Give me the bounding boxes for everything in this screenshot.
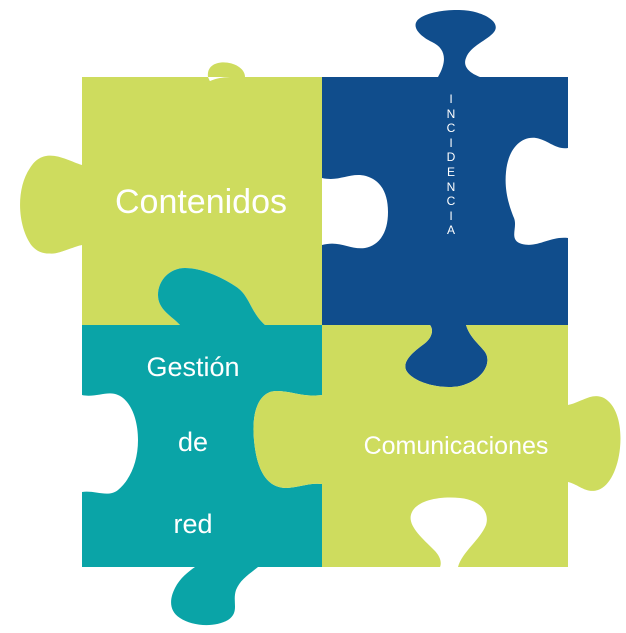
- piece-incidencia: [322, 10, 568, 388]
- label-de: de: [177, 427, 209, 457]
- label-red: red: [173, 509, 213, 539]
- piece-gestion-de-red: [82, 268, 322, 626]
- piece-contenidos: [22, 77, 322, 325]
- piece-comunicaciones: [253, 325, 621, 567]
- label-gestion: Gestión: [146, 352, 240, 382]
- label-incidencia: I N C I D E N C I A: [446, 92, 456, 238]
- label-contenidos: Contenidos: [114, 183, 287, 221]
- label-comunicaciones: Comunicaciones: [363, 432, 549, 460]
